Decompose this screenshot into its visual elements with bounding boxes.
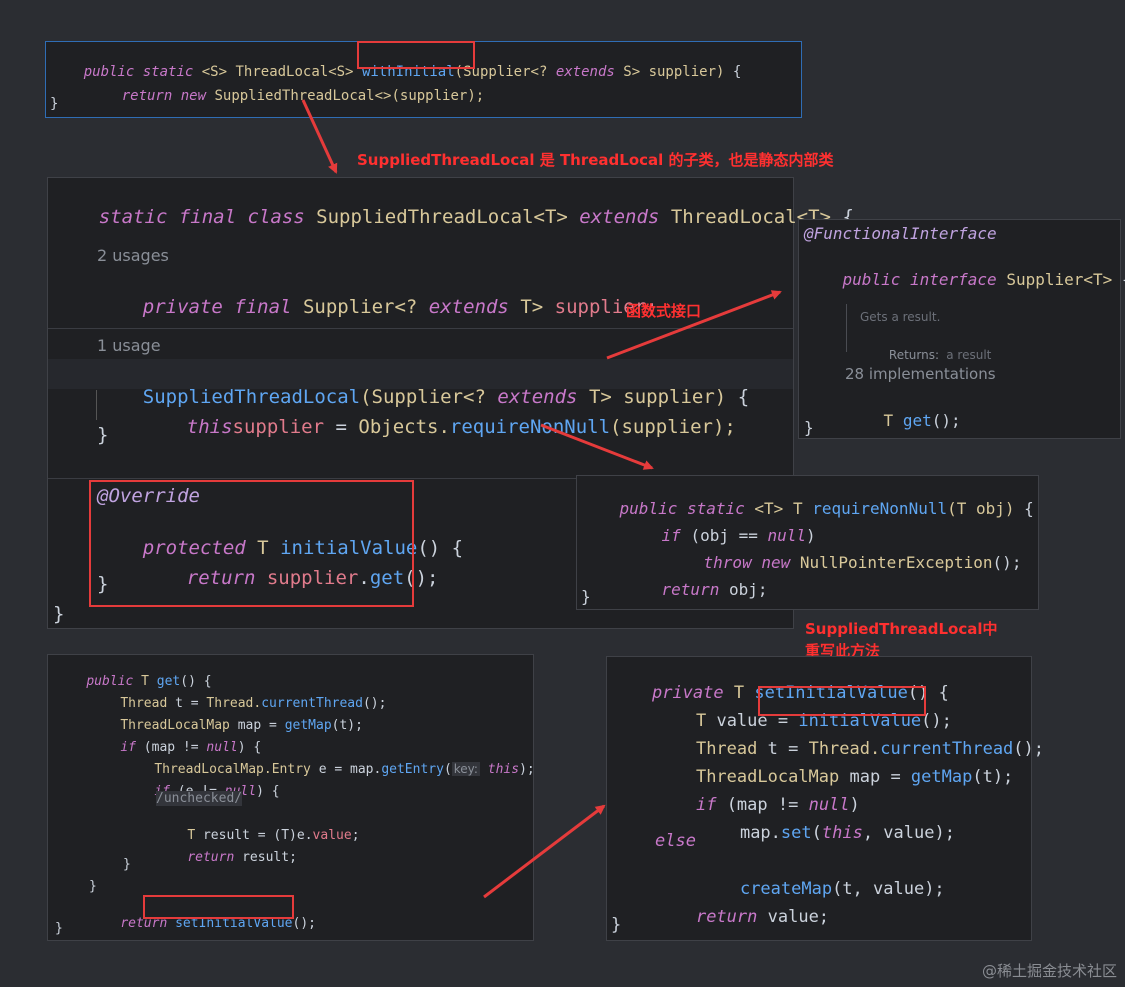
- code-line: }: [53, 603, 65, 625]
- implementations-hint[interactable]: 28 implementations: [845, 365, 996, 383]
- code-line: public T get() {: [86, 674, 212, 689]
- annotation-functional-interface-note: 函数式接口: [626, 302, 702, 320]
- code-line: }: [123, 857, 131, 872]
- code-line: Thread t = Thread.currentThread();: [695, 739, 1045, 759]
- watermark: @稀土掘金技术社区: [981, 962, 1117, 980]
- doc-guide: [846, 304, 847, 352]
- code-line: }: [55, 921, 63, 936]
- initialvalue-call: initialValue: [798, 711, 922, 731]
- functional-interface-annotation: @FunctionalInterface: [804, 224, 997, 243]
- javadoc-text: Gets a result.: [860, 310, 941, 324]
- code-line: T value = initialValue();: [695, 711, 952, 731]
- code-line: ThreadLocalMap.Entry e = map.getEntry(ke…: [154, 762, 535, 777]
- code-line: }: [97, 424, 109, 446]
- parameter-hint: key:: [451, 762, 480, 776]
- code-line: }: [804, 418, 814, 437]
- code-line: else: [655, 831, 696, 851]
- code-line: Thread t = Thread.currentThread();: [120, 696, 387, 711]
- folded-comment[interactable]: /unchecked/: [156, 791, 243, 806]
- code-panel-supplier-interface: @FunctionalInterface public interface Su…: [798, 219, 1125, 439]
- annotation-subclass-note: SuppliedThreadLocal 是 ThreadLocal 的子类，也是…: [357, 151, 834, 169]
- code-line: ThreadLocalMap map = getMap(t);: [695, 767, 1014, 787]
- highlight-setinitialvalue-call: [143, 895, 294, 919]
- code-line: return result;: [187, 850, 297, 865]
- usages-hint[interactable]: 2 usages: [97, 246, 169, 265]
- code-line: }: [89, 879, 97, 894]
- code-line: thissupplier = Objects.requireNonNull(su…: [186, 416, 736, 438]
- code-line: SuppliedThreadLocal(Supplier<? extends T…: [142, 386, 750, 408]
- highlight-initialvalue-call: [758, 686, 926, 716]
- code-line: map.set(this, value);: [739, 823, 955, 843]
- code-line: public interface Supplier<T> {: [842, 270, 1125, 289]
- code-line: protected T initialValue() {: [142, 537, 464, 559]
- code-line: private final Supplier<? extends T> supp…: [142, 296, 658, 318]
- highlight-initialvalue-override: [89, 480, 414, 607]
- code-line: return setInitialValue();: [120, 916, 316, 931]
- code-line: }: [50, 96, 59, 112]
- code-line: if (obj == null): [661, 526, 816, 545]
- divider: [48, 328, 793, 329]
- code-panel-suppliedthreadlocal: static final class SuppliedThreadLocal<T…: [47, 177, 854, 629]
- annotation-override-note-line1: SuppliedThreadLocal中: [805, 620, 998, 638]
- code-panel-get: public T get() { Thread t = Thread.curre…: [47, 654, 535, 941]
- code-line: throw new NullPointerException();: [703, 553, 1022, 572]
- code-line: return new SuppliedThreadLocal<>(supplie…: [121, 88, 485, 104]
- code-panel-withinitial: public static <S> ThreadLocal<S> withIni…: [45, 41, 802, 118]
- highlight-withinitial: [357, 41, 475, 69]
- code-line: public static <T> T requireNonNull(T obj…: [619, 499, 1034, 518]
- code-line: static final class SuppliedThreadLocal<T…: [98, 206, 854, 228]
- code-line: T result = (T)e.value;: [187, 828, 360, 843]
- code-line: T get();: [883, 411, 961, 430]
- code-line: return supplier.get();: [186, 567, 439, 589]
- code-panel-requirenonnull: public static <T> T requireNonNull(T obj…: [576, 475, 1039, 610]
- code-line: createMap(t, value);: [739, 879, 945, 899]
- code-panel-setinitialvalue: private T setInitialValue() { T value = …: [606, 656, 1044, 941]
- code-line: if (map != null): [695, 795, 860, 815]
- divider: [48, 478, 793, 479]
- annotation-override-note-line2: 重写此方法: [805, 642, 881, 660]
- code-line: }: [611, 915, 622, 935]
- code-line: ThreadLocalMap map = getMap(t);: [120, 718, 363, 733]
- indent-guide: [96, 390, 97, 420]
- code-line: public static <S> ThreadLocal<S> withIni…: [83, 64, 742, 80]
- code-line: }: [97, 573, 109, 595]
- current-line-highlight: [48, 359, 793, 389]
- code-line: if (map != null) {: [120, 740, 262, 755]
- code-line: return obj;: [661, 580, 768, 599]
- javadoc-returns: Returns: a result: [888, 348, 992, 362]
- code-line: private T setInitialValue() {: [651, 683, 949, 703]
- code-line: return value;: [695, 907, 830, 927]
- usages-hint[interactable]: 1 usage: [97, 336, 161, 355]
- code-line: }: [581, 587, 591, 606]
- override-annotation: @Override: [97, 485, 200, 507]
